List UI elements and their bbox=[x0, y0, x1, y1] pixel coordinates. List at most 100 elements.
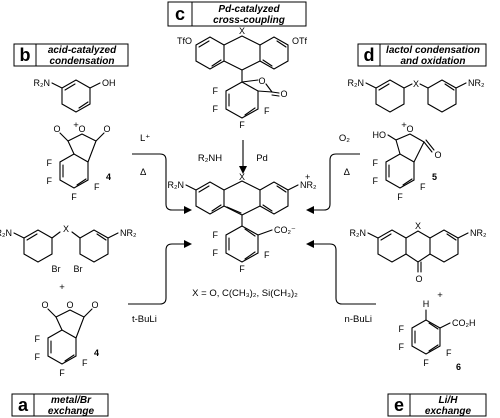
plus-b: + bbox=[73, 120, 79, 131]
svg-text:X: X bbox=[413, 79, 419, 89]
svg-text:4: 4 bbox=[94, 348, 99, 358]
svg-text:X: X bbox=[239, 26, 245, 36]
svg-text:F: F bbox=[264, 106, 270, 116]
anhydride-4-top: O O O F F F F 4 bbox=[47, 124, 112, 202]
svg-text:F: F bbox=[59, 368, 65, 378]
triflate-xanthene-structure: X TfO OTf O O F F F F bbox=[177, 26, 307, 130]
reagent-heat-d: Δ bbox=[344, 167, 351, 178]
svg-text:O: O bbox=[406, 124, 413, 134]
lactol-5-structure: HO O O F F F F 5 bbox=[373, 124, 442, 202]
svg-text:F: F bbox=[373, 158, 379, 168]
svg-text:and oxidation: and oxidation bbox=[401, 56, 466, 67]
svg-text:F: F bbox=[397, 192, 403, 202]
svg-text:X: X bbox=[63, 224, 69, 234]
anhydride-4-bottom: O O O F F F F 4 bbox=[35, 300, 100, 378]
svg-text:acid-catalyzed: acid-catalyzed bbox=[48, 45, 117, 56]
svg-text:F: F bbox=[82, 358, 88, 368]
panel-d-label: d lactol condensation and oxidation bbox=[357, 43, 487, 67]
svg-text:condensation: condensation bbox=[49, 56, 114, 67]
svg-text:O: O bbox=[258, 76, 265, 86]
svg-text:F: F bbox=[213, 230, 219, 240]
svg-text:F: F bbox=[47, 158, 53, 168]
svg-text:R₂N: R₂N bbox=[168, 180, 185, 190]
svg-text:metal/Br: metal/Br bbox=[51, 395, 92, 406]
svg-text:F: F bbox=[47, 176, 53, 186]
reagent-amine: R₂NH bbox=[198, 153, 222, 164]
svg-text:F: F bbox=[35, 334, 41, 344]
panel-e-label: e Li/H exchange bbox=[387, 393, 487, 417]
arrow-b bbox=[132, 153, 192, 214]
svg-text:R₂N: R₂N bbox=[348, 78, 365, 88]
plus-a: + bbox=[59, 282, 65, 293]
svg-text:b: b bbox=[20, 45, 31, 65]
svg-text:F: F bbox=[213, 86, 219, 96]
svg-text:F: F bbox=[420, 182, 426, 192]
svg-text:H: H bbox=[423, 299, 430, 309]
svg-text:OH: OH bbox=[102, 78, 116, 88]
xanthone-structure: O X R₂N NR₂ bbox=[350, 221, 487, 284]
svg-text:OTf: OTf bbox=[292, 36, 307, 46]
svg-text:e: e bbox=[394, 395, 404, 415]
svg-text:O: O bbox=[53, 124, 60, 134]
svg-text:NR₂: NR₂ bbox=[120, 228, 137, 238]
reagent-n-buli: n-BuLi bbox=[345, 314, 372, 325]
svg-text:R₂N: R₂N bbox=[0, 228, 12, 238]
svg-text:Pd-catalyzed: Pd-catalyzed bbox=[218, 4, 280, 15]
svg-text:F: F bbox=[213, 248, 219, 258]
bis-aminoaryl-structure: X R₂N NR₂ bbox=[348, 78, 485, 113]
svg-text:O: O bbox=[415, 274, 422, 284]
svg-text:F: F bbox=[239, 264, 245, 274]
svg-text:O: O bbox=[41, 300, 48, 310]
aminophenol-structure: R₂N OH bbox=[34, 78, 116, 113]
svg-text:CO₂H: CO₂H bbox=[452, 318, 476, 328]
reagent-heat-b: Δ bbox=[140, 167, 147, 178]
benzoic-acid-6-structure: H CO₂H F F F F 6 bbox=[399, 299, 476, 372]
svg-text:O: O bbox=[103, 124, 110, 134]
svg-text:F: F bbox=[213, 104, 219, 114]
svg-text:F: F bbox=[423, 358, 429, 368]
svg-text:CO₂⁻: CO₂⁻ bbox=[274, 225, 296, 235]
rhodamine-product-structure: X R₂N NR₂ + CO₂⁻ F F F F bbox=[168, 172, 317, 274]
svg-text:c: c bbox=[175, 4, 185, 24]
svg-text:TfO: TfO bbox=[177, 36, 192, 46]
svg-text:Br: Br bbox=[74, 264, 83, 274]
svg-text:F: F bbox=[399, 342, 405, 352]
svg-text:NR₂: NR₂ bbox=[470, 228, 487, 238]
reagent-pd: Pd bbox=[256, 153, 268, 164]
reagent-oxygen: O₂ bbox=[339, 133, 350, 144]
svg-text:F: F bbox=[239, 120, 245, 130]
svg-text:HO: HO bbox=[373, 130, 387, 140]
reagent-t-buli: t-BuLi bbox=[132, 314, 157, 325]
svg-text:cross-coupling: cross-coupling bbox=[213, 15, 285, 26]
svg-text:O: O bbox=[280, 89, 287, 99]
svg-text:O: O bbox=[91, 300, 98, 310]
svg-text:F: F bbox=[71, 192, 77, 202]
svg-text:F: F bbox=[373, 176, 379, 186]
svg-text:O: O bbox=[434, 150, 441, 160]
arrow-c bbox=[239, 140, 247, 174]
panel-c-label: c Pd-catalyzed cross-coupling bbox=[167, 1, 307, 27]
panel-a-label: a metal/Br exchange bbox=[11, 393, 109, 417]
svg-text:X: X bbox=[239, 172, 245, 182]
svg-text:Br: Br bbox=[52, 264, 61, 274]
svg-text:O: O bbox=[78, 124, 85, 134]
x-definition: X = O, C(CH₃)₂, Si(CH₃)₂ bbox=[192, 288, 298, 299]
svg-text:X: X bbox=[415, 221, 421, 231]
svg-text:R₂N: R₂N bbox=[34, 78, 51, 88]
svg-text:NR₂: NR₂ bbox=[468, 78, 485, 88]
svg-text:F: F bbox=[399, 324, 405, 334]
plus-d: + bbox=[401, 120, 407, 131]
svg-text:F: F bbox=[446, 348, 452, 358]
svg-text:exchange: exchange bbox=[425, 406, 472, 417]
reagent-l-plus: L⁺ bbox=[140, 133, 150, 144]
svg-text:d: d bbox=[364, 45, 375, 65]
svg-text:Li/H: Li/H bbox=[439, 395, 459, 406]
svg-text:exchange: exchange bbox=[48, 406, 95, 417]
arrow-d bbox=[306, 153, 360, 214]
panel-b-label: b acid-catalyzed condensation bbox=[13, 43, 129, 67]
svg-text:5: 5 bbox=[432, 172, 437, 182]
svg-text:lactol condensation: lactol condensation bbox=[386, 45, 480, 56]
svg-text:F: F bbox=[35, 352, 41, 362]
svg-text:F: F bbox=[264, 250, 270, 260]
